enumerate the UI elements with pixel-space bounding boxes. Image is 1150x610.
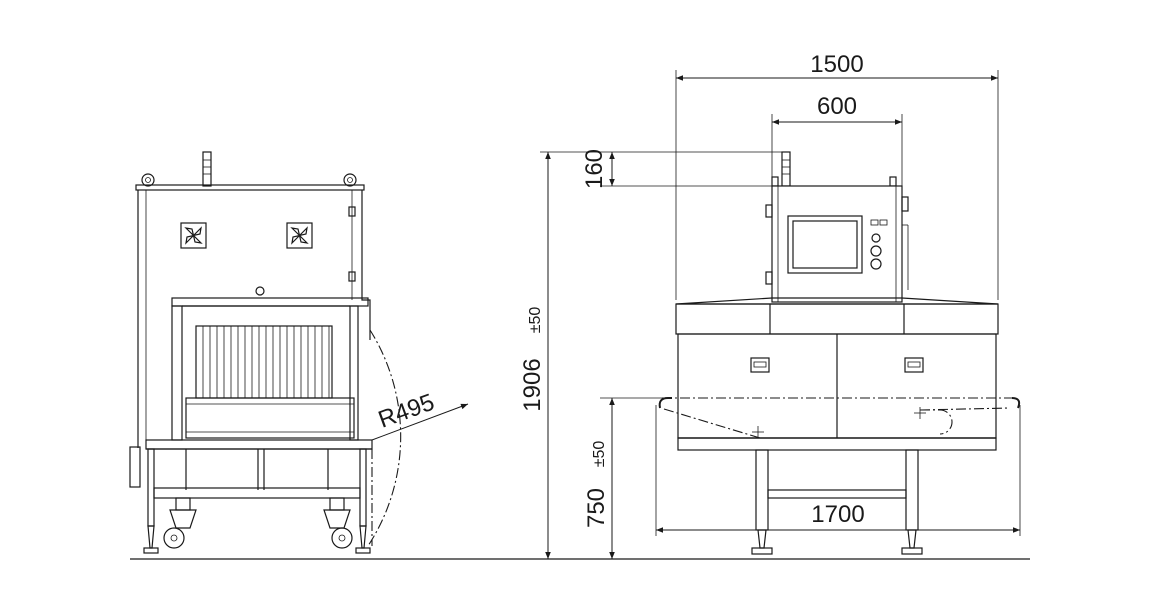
side-view: R495 bbox=[129, 151, 469, 554]
door-handle bbox=[750, 357, 770, 373]
conveyor-height-tolerance: ±50 bbox=[591, 441, 608, 468]
front-view bbox=[658, 151, 1021, 555]
beacon-height-label: 160 bbox=[581, 149, 608, 189]
conveyor-length-label: 1700 bbox=[811, 501, 864, 528]
dimension-lines: 1500 600 160 1906 ±50 750 ±50 1700 bbox=[519, 51, 1021, 559]
conveyor-height-label: 750 bbox=[583, 488, 610, 528]
overall-height-tolerance: ±50 bbox=[527, 307, 544, 334]
door-handle bbox=[904, 357, 924, 373]
touch-screen bbox=[787, 215, 863, 274]
control-box-width-label: 600 bbox=[817, 93, 857, 120]
overall-height-label: 1906 bbox=[519, 358, 546, 411]
overall-width-label: 1500 bbox=[810, 51, 863, 78]
fan-icon bbox=[180, 222, 207, 249]
fan-icon bbox=[286, 222, 313, 249]
